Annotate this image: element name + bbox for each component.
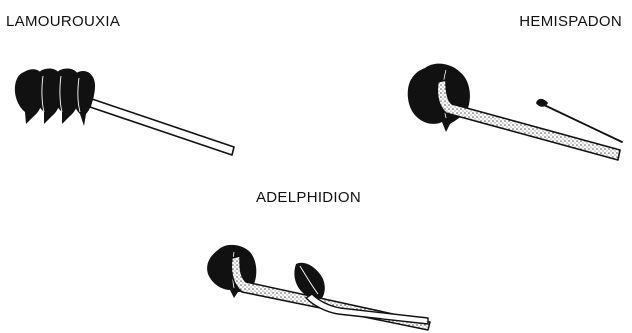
lamourouxia-stamen (15, 69, 234, 156)
lamourouxia-filament (90, 99, 234, 155)
hemispadon-stamen (408, 64, 622, 160)
adelphidion-stamens (207, 245, 430, 330)
lamourouxia-anther-4 (72, 71, 95, 126)
